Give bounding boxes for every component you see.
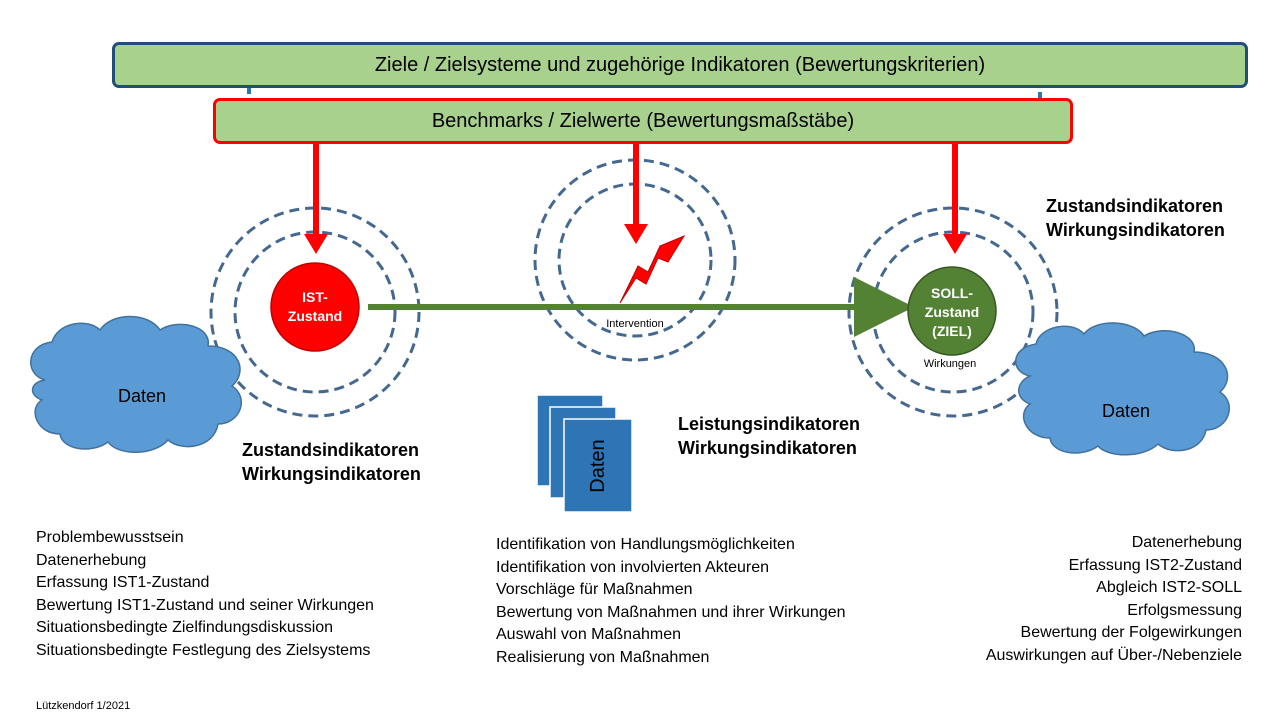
heading-left-line1: Zustandsindikatoren: [242, 440, 420, 460]
ist-label-line2: Zustand: [287, 308, 343, 324]
soll-label: SOLL- Zustand (ZIEL): [912, 284, 992, 341]
wirkungen-label: Wirkungen: [923, 358, 977, 370]
list-item: Auswirkungen auf Über-/Nebenziele: [985, 646, 1242, 664]
list-item: Realisierung von Maßnahmen: [496, 648, 710, 666]
red-arrow-right: [943, 142, 967, 254]
intervention-label: Intervention: [606, 318, 664, 330]
list-item: Problembewusstsein: [36, 529, 184, 546]
ist-label-line1: IST-: [302, 289, 328, 305]
list-item: Situationsbedingte Festlegung des Zielsy…: [36, 641, 371, 659]
lightning-icon: [619, 234, 686, 304]
cloud-right: [1014, 322, 1231, 456]
heading-middle: Leistungsindikatoren Wirkungsindikatoren: [678, 412, 860, 460]
list-item: Auswahl von Maßnahmen: [496, 626, 681, 643]
list-item: Situationsbedingte Zielfindungsdiskussio…: [36, 619, 334, 636]
list-item: Identifikation von involvierten Akteuren: [496, 558, 770, 576]
ist-label: IST- Zustand: [275, 288, 355, 326]
heading-middle-line1: Leistungsindikatoren: [678, 414, 861, 434]
list-item: Erfolgsmessung: [1127, 601, 1242, 619]
list-item: Bewertung IST1-Zustand und seiner Wirkun…: [36, 596, 374, 614]
cloud-left: [30, 315, 243, 453]
red-arrow-left: [304, 142, 328, 254]
goals-bar: Ziele / Zielsysteme und zugehörige Indik…: [112, 42, 1248, 88]
benchmarks-bar-label: Benchmarks / Zielwerte (Bewertungsmaßstä…: [431, 109, 855, 132]
list-item: Identifikation von Handlungsmöglichkeite…: [496, 536, 795, 553]
heading-right-line2: Wirkungsindikatoren: [1046, 220, 1225, 240]
list-item: Datenerhebung: [36, 551, 147, 569]
ist-circle: [270, 262, 360, 352]
document-stack: [536, 394, 633, 513]
soll-label-line3: (ZIEL): [932, 323, 972, 339]
cloud-left-label: Daten: [117, 386, 167, 406]
benchmarks-bar: Benchmarks / Zielwerte (Bewertungsmaßstä…: [213, 98, 1073, 144]
cloud-right-label: Daten: [1101, 401, 1151, 421]
document-stack-label: Daten: [587, 439, 609, 493]
list-middle: Identifikation von Handlungsmöglichkeite…: [496, 534, 846, 669]
list-item: Erfassung IST1-Zustand: [36, 574, 210, 591]
soll-circle: [907, 266, 997, 356]
list-item: Vorschläge für Maßnahmen: [496, 581, 693, 598]
list-left: Problembewusstsein Datenerhebung Erfassu…: [36, 527, 374, 662]
footer-credit: Lützkendorf 1/2021: [36, 700, 131, 712]
goals-bar-label: Ziele / Zielsysteme und zugehörige Indik…: [374, 53, 986, 76]
heading-right-line1: Zustandsindikatoren: [1046, 196, 1224, 216]
heading-right: Zustandsindikatoren Wirkungsindikatoren: [1046, 194, 1225, 242]
list-item: Abgleich IST2-SOLL: [1096, 579, 1242, 596]
heading-middle-line2: Wirkungsindikatoren: [678, 438, 857, 458]
list-right: Datenerhebung Erfassung IST2-Zustand Abg…: [986, 532, 1242, 667]
heading-left: Zustandsindikatoren Wirkungsindikatoren: [242, 438, 421, 486]
heading-left-line2: Wirkungsindikatoren: [242, 464, 421, 484]
list-item: Erfassung IST2-Zustand: [1068, 556, 1242, 574]
list-item: Bewertung der Folgewirkungen: [1020, 624, 1242, 641]
list-item: Datenerhebung: [1131, 534, 1242, 551]
red-arrow-middle: [624, 142, 648, 244]
soll-label-line1: SOLL-: [931, 285, 973, 301]
list-item: Bewertung von Maßnahmen und ihrer Wirkun…: [496, 603, 846, 621]
soll-label-line2: Zustand: [924, 304, 980, 320]
